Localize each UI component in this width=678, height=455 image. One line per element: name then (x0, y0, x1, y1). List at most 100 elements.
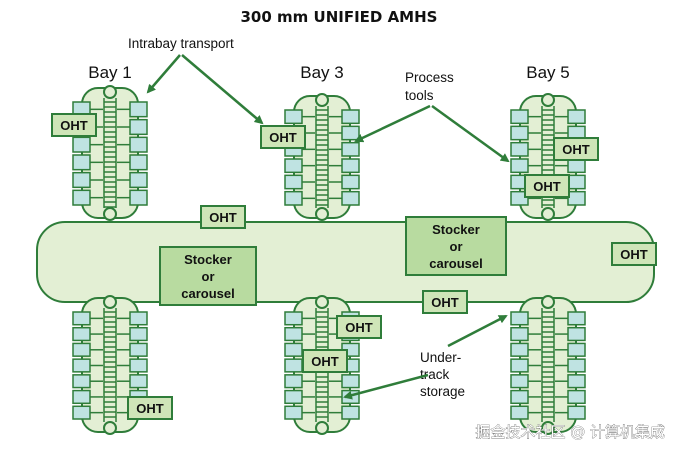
svg-text:OHT: OHT (533, 179, 561, 194)
process-tool-box (284, 174, 303, 190)
bay-1-end-bottom (103, 207, 117, 221)
process-tool-box (341, 405, 360, 420)
stocker-left-line1: Stocker (184, 252, 232, 267)
bay-3-end-bottom (315, 207, 329, 221)
oht-bay-5-lower: OHT (524, 174, 570, 198)
under-track-label-line2: track (420, 367, 450, 382)
process-tool-box (284, 374, 303, 389)
callout-arrows (146, 54, 510, 400)
process-tool-box (341, 190, 360, 206)
interbay-loop (36, 221, 655, 303)
process-tool-box (72, 311, 91, 326)
stocker-left: Stocker or carousel (159, 246, 257, 306)
bay-5-end-bottom (541, 207, 555, 221)
process-tool-box (341, 389, 360, 405)
process-tool-box (129, 374, 148, 389)
process-tool-box (567, 405, 586, 420)
process-tool-box (284, 389, 303, 405)
process-tool-box (284, 358, 303, 373)
process-tool-box (284, 405, 303, 420)
process-tool-box (510, 389, 529, 405)
process-tool-box (510, 158, 529, 174)
process-tool-box (510, 125, 529, 141)
arrow-process-bay3 (354, 104, 431, 143)
arrow-under-track-lower (343, 373, 429, 400)
svg-text:OHT: OHT (620, 247, 648, 262)
process-tool-box (129, 136, 148, 153)
process-tool-box (567, 190, 586, 206)
stocker-left-line3: carousel (181, 286, 234, 301)
svg-text:OHT: OHT (269, 130, 297, 145)
bay-1-label: Bay 1 (88, 63, 131, 82)
bay-3 (284, 93, 360, 221)
diagram-title: 300 mm UNIFIED AMHS (241, 8, 438, 26)
process-tool-box (284, 190, 303, 206)
process-tool-box (129, 171, 148, 189)
process-tool-box (567, 311, 586, 326)
bay-2-lower-end-top (103, 295, 117, 309)
process-tool-box (341, 158, 360, 174)
bay-3-end-top (315, 93, 329, 107)
process-tool-box (129, 189, 148, 206)
watermark: 掘金技术社区 @ 计算机集成 (475, 423, 665, 441)
svg-text:OHT: OHT (431, 295, 459, 310)
oht-loop-bottom: OHT (422, 290, 468, 314)
bay-5-label: Bay 5 (526, 63, 569, 82)
process-tool-box (72, 326, 91, 342)
stocker-right-line3: carousel (429, 256, 482, 271)
process-tool-box (284, 158, 303, 174)
process-tools-label-line2: tools (405, 88, 434, 103)
process-tool-box (129, 311, 148, 326)
bay-2-lower (72, 295, 148, 435)
svg-text:OHT: OHT (136, 401, 164, 416)
process-tool-box (72, 171, 91, 189)
process-tool-box (72, 389, 91, 405)
arrow-process-bay5 (431, 104, 510, 163)
oht-bay-5-upper: OHT (553, 137, 599, 161)
bay-6-lower (510, 295, 586, 435)
process-tool-box (510, 358, 529, 373)
arrow-intrabay-bay3 (181, 54, 264, 125)
process-tools-label-line1: Process (405, 70, 454, 85)
svg-text:OHT: OHT (60, 118, 88, 133)
svg-text:OHT: OHT (311, 354, 339, 369)
svg-text:OHT: OHT (209, 210, 237, 225)
bay-4-lower-end-bottom (315, 421, 329, 435)
oht-loop-top: OHT (200, 205, 246, 229)
process-tool-box (567, 374, 586, 389)
process-tool-box (129, 154, 148, 171)
oht-bay-1: OHT (51, 113, 97, 137)
process-tool-box (567, 389, 586, 405)
process-tool-box (510, 342, 529, 357)
under-track-label-line3: storage (420, 384, 465, 399)
arrow-intrabay-bay1 (146, 54, 181, 94)
process-tool-box (510, 405, 529, 420)
process-tool-box (341, 141, 360, 157)
svg-text:OHT: OHT (562, 142, 590, 157)
oht-bay-3-lower-b: OHT (302, 349, 348, 373)
process-tool-box (567, 342, 586, 357)
process-tool-box (567, 109, 586, 125)
process-tool-box (129, 118, 148, 136)
stocker-right: Stocker or carousel (405, 216, 507, 276)
bay-6-lower-end-top (541, 295, 555, 309)
bay-6-lower-end-bottom (541, 421, 555, 435)
process-tool-box (510, 374, 529, 389)
process-tool-box (129, 326, 148, 342)
process-tool-box (567, 174, 586, 190)
process-tool-box (72, 358, 91, 373)
oht-bay-2-lower: OHT (127, 396, 173, 420)
bay-5-end-top (541, 93, 555, 107)
process-tool-box (341, 174, 360, 190)
svg-text:OHT: OHT (345, 320, 373, 335)
process-tool-box (510, 141, 529, 157)
process-tool-box (510, 326, 529, 342)
stocker-left-line2: or (202, 269, 215, 284)
process-tool-box (284, 342, 303, 357)
arrow-under-track-upper (447, 314, 508, 348)
process-tool-box (72, 342, 91, 357)
process-tool-box (72, 136, 91, 153)
process-tool-box (567, 358, 586, 373)
oht-bay-3-lower-a: OHT (336, 315, 382, 339)
